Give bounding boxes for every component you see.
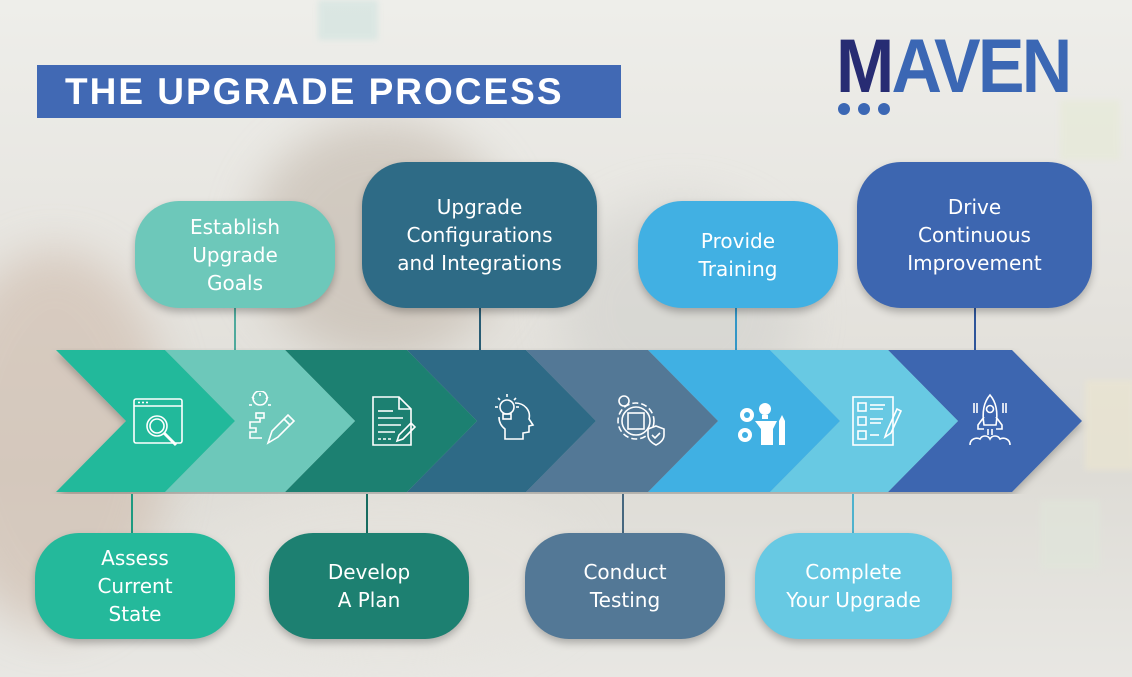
background-note bbox=[318, 0, 378, 40]
connector-line bbox=[974, 308, 976, 350]
browser-search-icon bbox=[128, 391, 188, 451]
connector-line bbox=[852, 494, 854, 534]
title-banner: THE UPGRADE PROCESS bbox=[37, 65, 621, 118]
logo-dots bbox=[838, 103, 890, 115]
chevron-segment-7 bbox=[770, 350, 958, 492]
logo-wordmark: MAVEN bbox=[836, 29, 1072, 105]
step-6-provide-training: Provide Training bbox=[638, 201, 838, 308]
connector-line bbox=[479, 308, 481, 350]
background-note bbox=[1060, 100, 1120, 160]
background-note bbox=[1040, 500, 1100, 570]
step-7-complete-your-upgrade: Complete Your Upgrade bbox=[755, 533, 952, 639]
step-4-upgrade-configurations: Upgrade Configurations and Integrations bbox=[362, 162, 597, 308]
document-edit-icon bbox=[363, 391, 423, 451]
maven-logo: MAVEN bbox=[836, 29, 1072, 116]
chevron-segment-3 bbox=[285, 350, 477, 492]
gear-shield-icon bbox=[608, 391, 668, 451]
connector-line bbox=[366, 494, 368, 534]
chevron-segment-4 bbox=[407, 350, 596, 492]
background-note bbox=[1085, 380, 1132, 470]
chevron-segment-8 bbox=[888, 350, 1082, 492]
checklist-icon bbox=[845, 391, 905, 451]
process-arrow bbox=[0, 348, 1132, 494]
logo-letter-m: M bbox=[836, 24, 894, 109]
logo-letters-rest: AVEN bbox=[891, 24, 1072, 109]
step-3-develop-a-plan: Develop A Plan bbox=[269, 533, 469, 639]
step-2-establish-upgrade-goals: Establish Upgrade Goals bbox=[135, 201, 335, 308]
connector-line bbox=[735, 308, 737, 350]
page-title: THE UPGRADE PROCESS bbox=[65, 70, 564, 112]
connector-line bbox=[622, 494, 624, 534]
head-idea-icon bbox=[485, 391, 545, 451]
gears-tools-icon bbox=[733, 391, 793, 451]
logo-dot bbox=[838, 103, 850, 115]
connector-line bbox=[131, 494, 133, 534]
step-5-conduct-testing: Conduct Testing bbox=[525, 533, 725, 639]
logo-dot bbox=[858, 103, 870, 115]
chevron-segment-1 bbox=[56, 350, 235, 492]
idea-pencil-icon bbox=[240, 391, 300, 451]
logo-dot bbox=[878, 103, 890, 115]
rocket-launch-icon bbox=[960, 391, 1020, 451]
step-1-assess-current-state: Assess Current State bbox=[35, 533, 235, 639]
step-8-drive-continuous-improvement: Drive Continuous Improvement bbox=[857, 162, 1092, 308]
connector-line bbox=[234, 308, 236, 350]
